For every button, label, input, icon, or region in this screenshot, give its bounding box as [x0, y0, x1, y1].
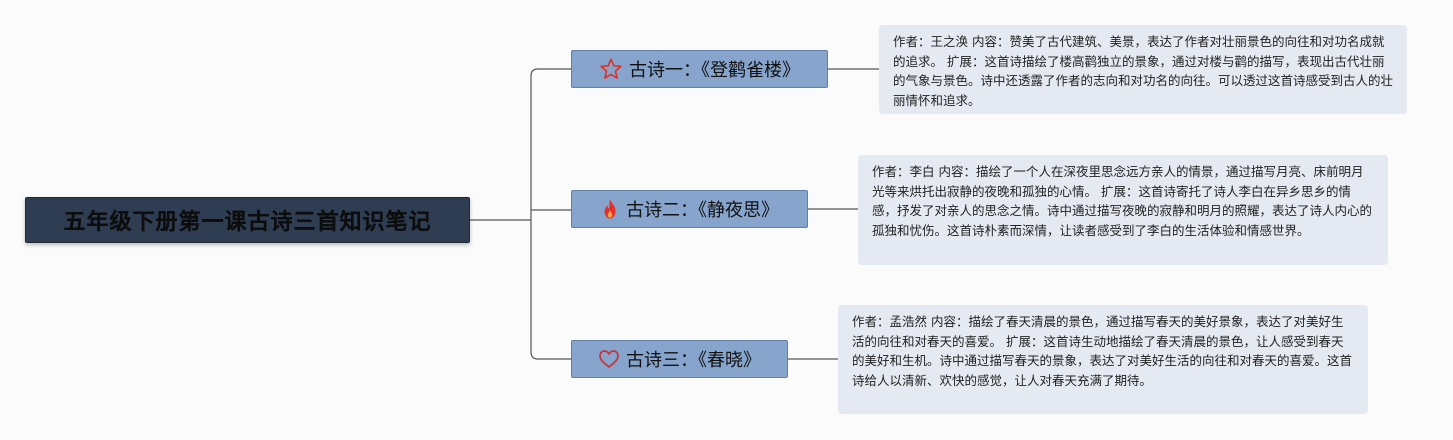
topic-title: 古诗一：《登鹳雀楼》 — [629, 60, 800, 81]
topic-poem-3[interactable]: 古诗三：《春晓》 — [571, 340, 788, 378]
note-text: 作者：李白 内容：描绘了一个人在深夜里思念远方亲人的情景，通过描写月亮、床前明月… — [872, 164, 1373, 238]
topic-title: 古诗三：《春晓》 — [626, 350, 761, 371]
heart-icon — [598, 349, 620, 369]
topic-title: 古诗二：《静夜思》 — [626, 200, 779, 221]
fire-icon — [600, 198, 620, 220]
root-topic[interactable]: 五年级下册第一课古诗三首知识笔记 — [25, 197, 470, 243]
root-title: 五年级下册第一课古诗三首知识笔记 — [63, 210, 432, 235]
note-poem-2[interactable]: 作者：李白 内容：描绘了一个人在深夜里思念远方亲人的情景，通过描写月亮、床前明月… — [858, 155, 1388, 265]
note-poem-1[interactable]: 作者：王之涣 内容：赞美了古代建筑、美景，表达了作者对壮丽景色的向往和对功名成就… — [879, 25, 1407, 114]
note-text: 作者：孟浩然 内容：描绘了春天清晨的景色，通过描写春天的美好景象，表达了对美好生… — [852, 314, 1353, 388]
note-text: 作者：王之涣 内容：赞美了古代建筑、美景，表达了作者对壮丽景色的向往和对功名成就… — [893, 34, 1394, 108]
topic-poem-1[interactable]: 古诗一：《登鹳雀楼》 — [571, 50, 828, 88]
note-poem-3[interactable]: 作者：孟浩然 内容：描绘了春天清晨的景色，通过描写春天的美好景象，表达了对美好生… — [838, 305, 1368, 414]
topic-poem-2[interactable]: 古诗二：《静夜思》 — [571, 190, 808, 228]
star-icon — [599, 57, 623, 81]
